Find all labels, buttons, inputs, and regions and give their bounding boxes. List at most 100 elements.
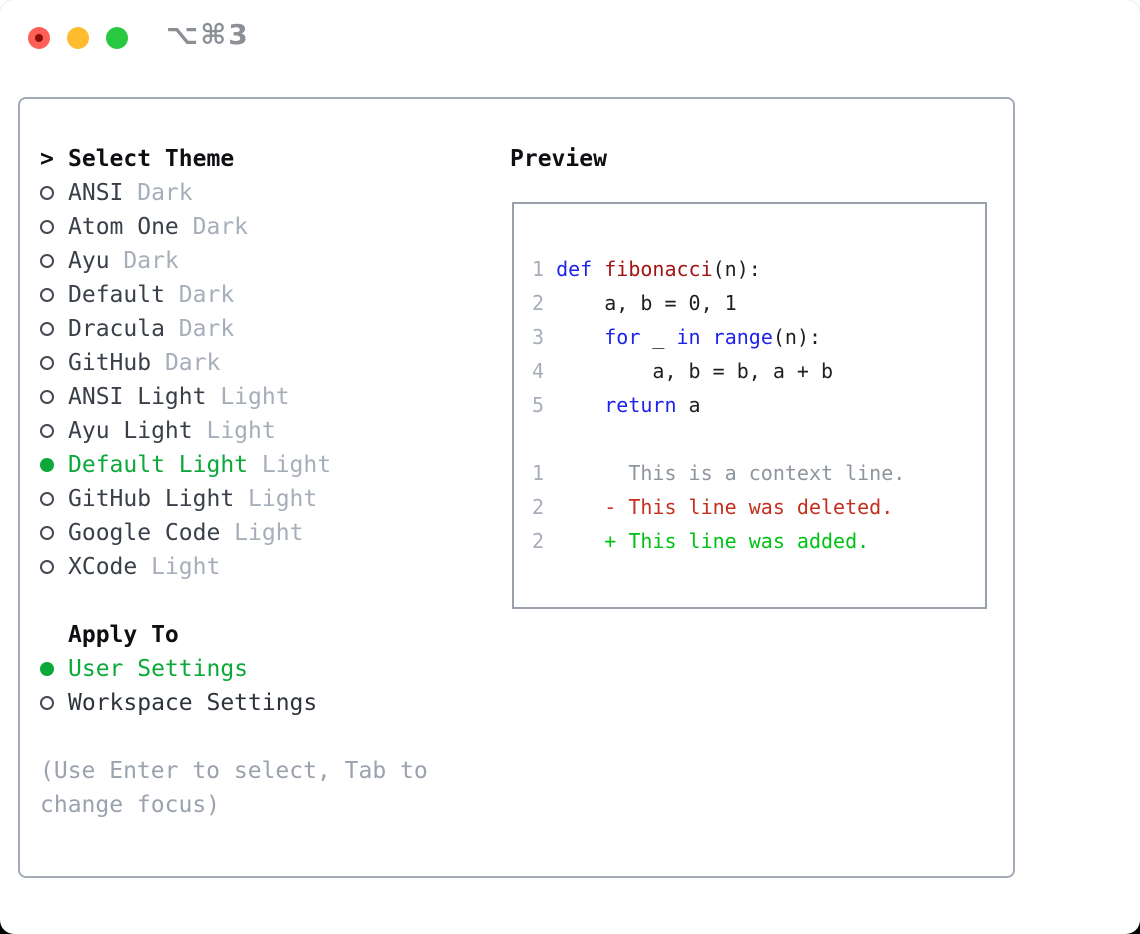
- theme-option[interactable]: GitHub Light Light: [40, 482, 428, 516]
- radio-hollow-circle-icon: [40, 424, 54, 438]
- code-token-ctx: This is a context line.: [544, 461, 906, 485]
- spacer-row: [40, 720, 428, 754]
- theme-name: Ayu: [68, 248, 110, 274]
- code-line: 5 return a: [532, 388, 905, 422]
- radio-hollow-circle-icon: [40, 356, 54, 370]
- radio-filled-circle-icon: [40, 458, 54, 472]
- theme-name: Default Light: [68, 452, 249, 478]
- theme-name: ANSI Light: [68, 384, 207, 410]
- theme-variant-tag: Light: [248, 452, 332, 478]
- theme-name: Dracula: [68, 316, 165, 342]
- radio-icon: [40, 526, 68, 540]
- code-token-num: 2: [532, 529, 545, 553]
- prompt-marker: >: [40, 146, 54, 172]
- code-line: 4 a, b = b, a + b: [532, 354, 905, 388]
- code-token-add: + This line was added.: [604, 529, 870, 553]
- theme-variant-tag: Light: [137, 554, 221, 580]
- radio-icon: [40, 492, 68, 506]
- code-token-pl: (n):: [772, 325, 822, 349]
- code-token-num: 4: [532, 359, 557, 383]
- code-token-num: 2: [532, 291, 557, 315]
- theme-variant-tag: Dark: [109, 248, 179, 274]
- code-token-kw: range: [712, 325, 773, 349]
- code-token-num: 3: [532, 325, 557, 349]
- code-token-fn: fibonacci: [604, 257, 713, 281]
- spacer-row: [40, 584, 428, 618]
- theme-variant-tag: Dark: [164, 282, 235, 308]
- apply-to-header: Apply To: [40, 618, 428, 652]
- radio-hollow-circle-icon: [40, 696, 54, 710]
- radio-hollow-circle-icon: [40, 220, 54, 234]
- theme-name: Google Code: [68, 520, 221, 546]
- radio-hollow-circle-icon: [40, 390, 54, 404]
- theme-option[interactable]: Ayu Light Light: [40, 414, 428, 448]
- theme-option[interactable]: Atom One Dark: [40, 210, 428, 244]
- theme-variant-tag: Light: [220, 520, 304, 546]
- theme-option[interactable]: Default Dark: [40, 278, 428, 312]
- code-line: 2 a, b = 0, 1: [532, 286, 905, 320]
- theme-variant-tag: Dark: [178, 214, 249, 240]
- code-token-kw: for: [604, 325, 641, 349]
- theme-option[interactable]: Dracula Dark: [40, 312, 428, 346]
- code-token-pl: a, b = b, a + b: [556, 359, 834, 383]
- help-text-line: change focus): [40, 792, 221, 818]
- theme-option[interactable]: ANSI Dark: [40, 176, 428, 210]
- theme-variant-tag: Light: [192, 418, 276, 444]
- radio-hollow-circle-icon: [40, 322, 54, 336]
- code-token-kw: return: [604, 393, 677, 417]
- code-token-num: 2: [532, 495, 545, 519]
- help-text-line: (Use Enter to select, Tab to: [40, 758, 428, 784]
- code-token-pl: [544, 524, 604, 558]
- theme-option[interactable]: GitHub Dark: [40, 346, 428, 380]
- preview-title: Preview: [510, 146, 607, 172]
- theme-variant-tag: Light: [234, 486, 318, 512]
- theme-name: GitHub Light: [68, 486, 235, 512]
- radio-icon: [40, 186, 68, 200]
- radio-selected-icon: [40, 662, 68, 676]
- theme-option[interactable]: ANSI Light Light: [40, 380, 428, 414]
- theme-option[interactable]: Default Light Light: [40, 448, 428, 482]
- code-token-del: - This line was deleted.: [604, 495, 894, 519]
- code-token-pl: [544, 490, 604, 524]
- theme-variant-tag: Dark: [151, 350, 221, 376]
- radio-icon: [40, 560, 68, 574]
- code-line: 2 + This line was added.: [532, 524, 905, 558]
- theme-list-title: Select Theme: [68, 146, 235, 172]
- minimize-button[interactable]: [67, 27, 89, 49]
- code-line: 3 for _ in range(n):: [532, 320, 905, 354]
- theme-variant-tag: Dark: [123, 180, 193, 206]
- code-token-kw: def: [556, 257, 605, 281]
- theme-option[interactable]: Ayu Dark: [40, 244, 428, 278]
- close-button[interactable]: [28, 27, 50, 49]
- code-line: 2 - This line was deleted.: [532, 490, 905, 524]
- radio-hollow-circle-icon: [40, 492, 54, 506]
- theme-name: Ayu Light: [68, 418, 193, 444]
- code-token-num: 1: [532, 461, 545, 485]
- apply-to-option-label: User Settings: [68, 656, 249, 682]
- radio-icon: [40, 696, 68, 710]
- radio-hollow-circle-icon: [40, 560, 54, 574]
- apply-to-option[interactable]: User Settings: [40, 652, 428, 686]
- zoom-button[interactable]: [106, 27, 128, 49]
- theme-variant-tag: Dark: [164, 316, 235, 342]
- theme-name: GitHub: [68, 350, 152, 376]
- code-token-pl: [556, 388, 604, 422]
- code-token-pl: a: [676, 393, 701, 417]
- code-token-num: 1: [532, 257, 557, 281]
- radio-icon: [40, 390, 68, 404]
- code-line: 1 def fibonacci(n):: [532, 252, 905, 286]
- radio-selected-icon: [40, 458, 68, 472]
- radio-icon: [40, 288, 68, 302]
- theme-name: XCode: [68, 554, 138, 580]
- theme-option[interactable]: Google Code Light: [40, 516, 428, 550]
- apply-to-option[interactable]: Workspace Settings: [40, 686, 428, 720]
- theme-option[interactable]: XCode Light: [40, 550, 428, 584]
- radio-icon: [40, 322, 68, 336]
- radio-icon: [40, 356, 68, 370]
- code-token-pl: _: [640, 325, 677, 349]
